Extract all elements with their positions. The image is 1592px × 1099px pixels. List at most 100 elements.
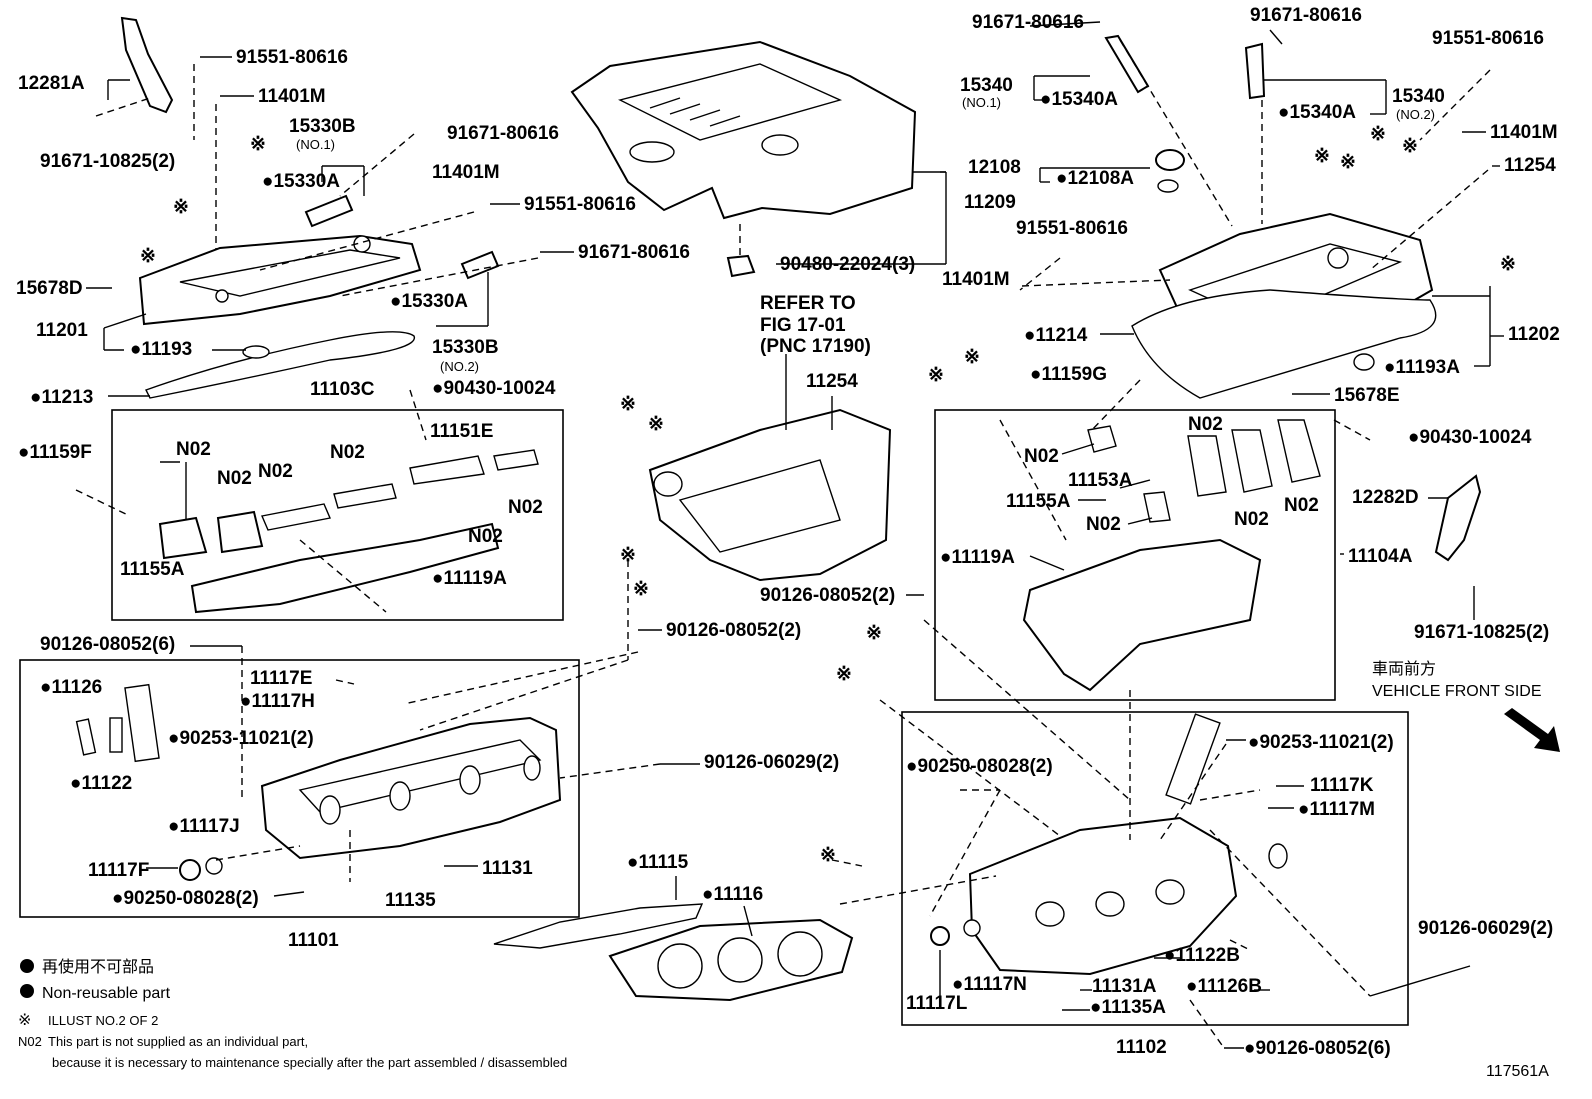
spark-plug-tube-gasket-right <box>1353 353 1375 371</box>
direction-label-en: VEHICLE FRONT SIDE <box>1372 683 1542 700</box>
part-number-label: N02 <box>1234 509 1269 530</box>
part-sub-label: (NO.1) <box>296 137 335 152</box>
part-number-label: ●15330A <box>262 171 340 192</box>
part-number-label: 91551-80616 <box>1016 218 1128 239</box>
vehicle-front-arrow-icon <box>1504 708 1560 752</box>
illust-mark: ※ <box>633 579 649 600</box>
camshaft-plug-right <box>930 926 950 946</box>
illust-mark: ※ <box>18 1012 31 1029</box>
part-number-label: 11209 <box>964 192 1016 213</box>
camshaft-bearing-caps-left <box>158 449 539 614</box>
part-number-label: N02 <box>258 461 293 482</box>
part-number-label: 11254 <box>806 371 858 392</box>
part-number-label: (PNC 17190) <box>760 336 871 357</box>
part-number-label: ●90253-11021(2) <box>168 728 314 749</box>
part-number-label: 11135 <box>385 890 436 911</box>
part-number-label: ●11159G <box>1030 364 1107 385</box>
part-number-label: REFER TO <box>760 293 856 314</box>
cylinder-head-left <box>260 716 562 860</box>
illust-mark: ※ <box>620 545 636 566</box>
part-number-label: 11131 <box>482 858 533 879</box>
part-number-label: 15678E <box>1334 385 1400 406</box>
part-sub-label: (NO.2) <box>1396 107 1435 122</box>
part-number-label: N02 <box>330 442 365 463</box>
cylinder-head-frame-right <box>901 711 1409 1026</box>
part-number-label: ●15330A <box>390 291 468 312</box>
spark-plug-tube-left <box>124 683 160 763</box>
part-number-label: 91671-80616 <box>972 12 1084 33</box>
part-number-label: 12281A <box>18 73 85 94</box>
part-number-label: 11155A <box>1006 491 1071 512</box>
illust-mark: ※ <box>866 623 882 644</box>
part-number-label: ●11193 <box>130 339 192 360</box>
legend: 再使用不可部品 Non-reusable part ※ ILLUST NO.2 … <box>18 958 567 1070</box>
part-sub-label: (NO.2) <box>440 359 479 374</box>
legend-en-label: Non-reusable part <box>42 985 171 1002</box>
part-number-label: 11202 <box>1508 324 1560 345</box>
cylinder-head-gasket-left <box>608 918 854 1002</box>
part-number-label: 90126-06029(2) <box>704 752 839 773</box>
part-number-label: ●90253-11021(2) <box>1248 732 1394 753</box>
oil-control-valve-right-1 <box>1104 34 1150 94</box>
part-number-label: 11153A <box>1068 470 1133 491</box>
part-number-label: ●11122 <box>70 773 132 794</box>
illust-label: ILLUST NO.2 OF 2 <box>48 1013 158 1028</box>
n02-code: N02 <box>18 1034 42 1049</box>
part-number-label: N02 <box>1024 446 1059 467</box>
part-number-label: ●11159F <box>18 442 92 463</box>
leader-lines <box>75 21 1504 1049</box>
oil-filler-cap <box>1155 149 1185 193</box>
illust-mark: ※ <box>1402 136 1418 157</box>
part-number-label: ●11193A <box>1384 357 1460 378</box>
part-number-label: N02 <box>1284 495 1319 516</box>
part-number-label: 11131A <box>1092 976 1157 997</box>
illust-mark: ※ <box>928 365 944 386</box>
cover-grommet <box>726 254 756 278</box>
head-gasket-shim-left <box>493 903 704 949</box>
camshaft-plug-left <box>179 859 201 881</box>
legend-jp-label: 再使用不可部品 <box>42 958 154 976</box>
part-number-label: FIG 17-01 <box>760 315 846 336</box>
camshaft-seal-left <box>205 857 223 875</box>
illust-mark: ※ <box>1314 146 1330 167</box>
part-number-label: 90126-08052(2) <box>666 620 801 641</box>
illust-mark: ※ <box>173 197 189 218</box>
part-number-label: 11201 <box>36 320 88 341</box>
part-number-label: ●11214 <box>1024 325 1088 346</box>
part-number-label: N02 <box>217 468 252 489</box>
part-number-label: ●15340A <box>1278 102 1356 123</box>
illust-mark: ※ <box>1340 152 1356 173</box>
part-sub-label: (NO.1) <box>962 95 1001 110</box>
camshaft-bearing-pin-left <box>75 718 97 756</box>
illust-mark: ※ <box>250 134 266 155</box>
part-number-label: 11401M <box>432 162 500 183</box>
part-number-label: 12282D <box>1352 487 1419 508</box>
camshaft-housing-frame-right <box>934 409 1336 701</box>
part-number-label: ●11119A <box>432 568 507 589</box>
oil-control-valve-left <box>304 194 500 280</box>
part-number-label: 11104A <box>1348 546 1413 567</box>
part-number-label: 11117K <box>1310 775 1374 796</box>
part-number-label: ●11122B <box>1164 945 1240 966</box>
part-number-label: ●90250-08028(2) <box>906 756 1053 777</box>
spark-plug-tube-right <box>1165 713 1221 805</box>
part-number-label: 11401M <box>258 86 326 107</box>
oil-control-valve-right-2 <box>1244 42 1266 100</box>
part-number-label: 11254 <box>1504 155 1556 176</box>
part-number-label: N02 <box>176 439 211 460</box>
part-number-label: ●11117M <box>1298 799 1375 820</box>
n02-note-line-1: This part is not supplied as an individu… <box>48 1034 308 1049</box>
part-number-label: 11102 <box>1116 1037 1167 1058</box>
part-number-label: ●11117N <box>952 974 1027 995</box>
illust-mark: ※ <box>1370 124 1386 145</box>
part-number-label: N02 <box>1188 414 1223 435</box>
cylinder-head-cover-left <box>138 234 422 326</box>
part-number-label: ●11115 <box>627 852 689 873</box>
illustration-marks: ※※※※※※※※※※※※※※※※※ <box>140 124 1516 866</box>
part-number-label: ●11135A <box>1090 997 1166 1018</box>
part-number-label: 91551-80616 <box>236 47 348 68</box>
part-number-label: ●11213 <box>30 387 93 408</box>
part-number-label: N02 <box>1086 514 1121 535</box>
